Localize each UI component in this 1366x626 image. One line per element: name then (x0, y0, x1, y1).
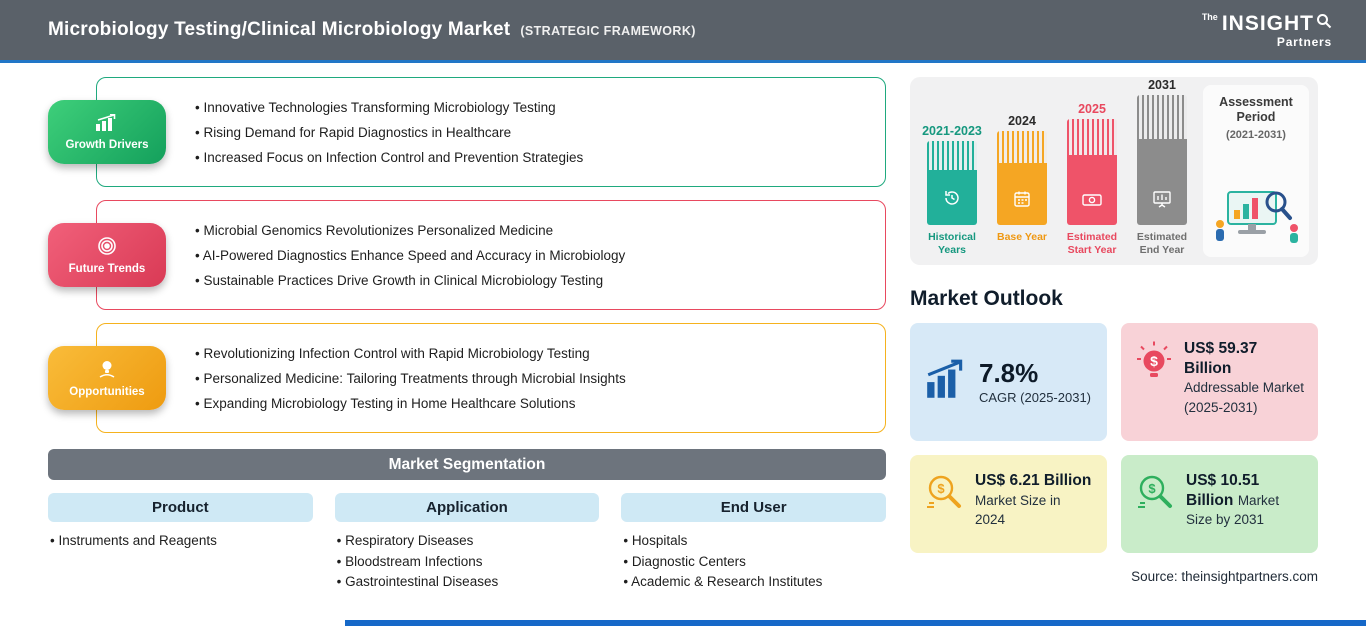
logo-partners-text: Partners (1276, 34, 1332, 49)
future-trend-item: Sustainable Practices Drive Growth in Cl… (195, 272, 871, 289)
logo-the-text: The (1201, 11, 1218, 22)
cagr-value: 7.8% (979, 358, 1039, 388)
timeline-box: 2021-2023 Historical Years 2024 (910, 77, 1318, 265)
segmentation-columns: Product Instruments and Reagents Applica… (48, 493, 886, 593)
timeline-bars: 2021-2023 Historical Years 2024 (919, 78, 1195, 257)
opportunities-section: Revolutionizing Infection Control with R… (48, 323, 886, 433)
future-trends-label: Future Trends (68, 262, 146, 275)
lightbulb-icon (97, 359, 117, 382)
end-user-item: Hospitals (623, 531, 886, 552)
year-label: 2025 (1078, 102, 1106, 116)
historical-years-bar: 2021-2023 Historical Years (921, 124, 983, 257)
main-content: Innovative Technologies Transforming Mic… (0, 63, 1366, 593)
year-label: 2031 (1148, 78, 1176, 92)
header-bar: Microbiology Testing/Clinical Microbiolo… (0, 0, 1366, 60)
future-trend-item: AI-Powered Diagnostics Enhance Speed and… (195, 247, 871, 264)
left-column: Innovative Technologies Transforming Mic… (48, 77, 886, 593)
opportunity-item: Revolutionizing Infection Control with R… (195, 345, 871, 362)
opportunity-item: Expanding Microbiology Testing in Home H… (195, 395, 871, 412)
base-year-bar: 2024 Base Year (991, 114, 1053, 257)
bottom-accent-bar (345, 620, 1366, 626)
market-size-2024-value: US$ 6.21 Billion (975, 472, 1092, 489)
estimated-start-year-bar: 2025 Estimated Start Year (1061, 102, 1123, 257)
growth-drivers-badge: Growth Drivers (48, 100, 166, 164)
outlook-cards: 7.8% CAGR (2025-2031) $ US$ 59.37 Billio… (910, 323, 1318, 553)
bar-caption: Estimated End Year (1136, 231, 1188, 256)
page-title-wrap: Microbiology Testing/Clinical Microbiolo… (48, 19, 696, 41)
product-column: Product Instruments and Reagents (48, 493, 313, 593)
market-size-2031-value: US$ 10.51 Billion (1186, 472, 1260, 509)
growth-drivers-section: Innovative Technologies Transforming Mic… (48, 77, 886, 187)
assessment-illustration (1210, 184, 1302, 251)
source-attribution: Source: theinsightpartners.com (1131, 569, 1318, 584)
presentation-icon (1152, 190, 1172, 213)
bar-caption: Estimated Start Year (1066, 231, 1118, 256)
history-icon (942, 188, 962, 213)
svg-text:$: $ (937, 481, 945, 496)
svg-text:$: $ (1150, 353, 1158, 369)
opportunity-item: Personalized Medicine: Tailoring Treatme… (195, 370, 871, 387)
market-size-2024-label: Market Size in 2024 (975, 492, 1061, 528)
growth-driver-item: Increased Focus on Infection Control and… (195, 149, 871, 166)
application-item: Gastrointestinal Diseases (337, 572, 600, 593)
cagr-card: 7.8% CAGR (2025-2031) (910, 323, 1107, 441)
market-size-2024-card: $ US$ 6.21 Billion Market Size in 2024 (910, 455, 1107, 553)
addressable-market-card: $ US$ 59.37 Billion Addressable Market (… (1121, 323, 1318, 441)
application-column-header: Application (334, 493, 600, 522)
bar-caption: Historical Years (928, 231, 976, 256)
growth-chart-icon (923, 359, 969, 406)
page-subtitle: (STRATEGIC FRAMEWORK) (520, 24, 696, 38)
market-segmentation-header: Market Segmentation (48, 449, 886, 480)
end-user-column: End User Hospitals Diagnostic Centers Ac… (621, 493, 886, 593)
target-icon (97, 236, 117, 259)
assessment-period-title: Assessment Period (1219, 95, 1293, 124)
end-user-item: Academic & Research Institutes (623, 572, 886, 593)
future-trend-item: Microbial Genomics Revolutionizes Person… (195, 222, 871, 239)
assessment-period-panel: Assessment Period (2021-2031) (1203, 85, 1309, 257)
future-trends-badge: Future Trends (48, 223, 166, 287)
product-column-header: Product (48, 493, 313, 522)
insight-partners-logo: The INSIGHT Partners (1201, 11, 1332, 49)
year-label: 2024 (1008, 114, 1036, 128)
logo-insight-text: INSIGHT (1221, 11, 1314, 35)
growth-driver-item: Innovative Technologies Transforming Mic… (195, 99, 871, 116)
opportunities-badge: Opportunities (48, 346, 166, 410)
end-user-item: Diagnostic Centers (623, 552, 886, 573)
calendar-icon (1013, 190, 1031, 213)
dollar-bulb-icon: $ (1134, 339, 1174, 386)
end-user-column-header: End User (621, 493, 886, 522)
addressable-market-value: US$ 59.37 Billion (1184, 340, 1258, 377)
assessment-period-range: (2021-2031) (1226, 129, 1286, 141)
magnifier-dollar-icon: $ (1134, 471, 1176, 518)
money-icon (1082, 192, 1102, 213)
bar-chart-icon (94, 113, 120, 135)
page-title: Microbiology Testing/Clinical Microbiolo… (48, 19, 511, 40)
market-size-2031-label: Market Size by 2031 (1186, 492, 1280, 528)
addressable-market-label: Addressable Market (2025-2031) (1184, 380, 1305, 415)
application-column: Application Respiratory Diseases Bloodst… (334, 493, 600, 593)
header-accent-line (0, 60, 1366, 63)
application-item: Respiratory Diseases (337, 531, 600, 552)
bar-caption: Base Year (996, 231, 1048, 243)
right-column: 2021-2023 Historical Years 2024 (910, 77, 1318, 593)
future-trends-section: Microbial Genomics Revolutionizes Person… (48, 200, 886, 310)
estimated-end-year-bar: 2031 Estimated End Year (1131, 78, 1193, 257)
growth-drivers-label: Growth Drivers (65, 138, 149, 151)
opportunities-label: Opportunities (69, 385, 145, 398)
market-outlook-title: Market Outlook (910, 287, 1063, 310)
market-size-2031-card: $ US$ 10.51 Billion Market Size by 2031 (1121, 455, 1318, 553)
magnifier-dollar-icon: $ (923, 471, 965, 518)
product-item: Instruments and Reagents (50, 531, 313, 552)
year-label: 2021-2023 (922, 124, 982, 138)
cagr-label: CAGR (2025-2031) (979, 390, 1091, 405)
growth-driver-item: Rising Demand for Rapid Diagnostics in H… (195, 124, 871, 141)
application-item: Bloodstream Infections (337, 552, 600, 573)
svg-text:$: $ (1148, 481, 1156, 496)
magnifier-icon (1316, 13, 1332, 33)
